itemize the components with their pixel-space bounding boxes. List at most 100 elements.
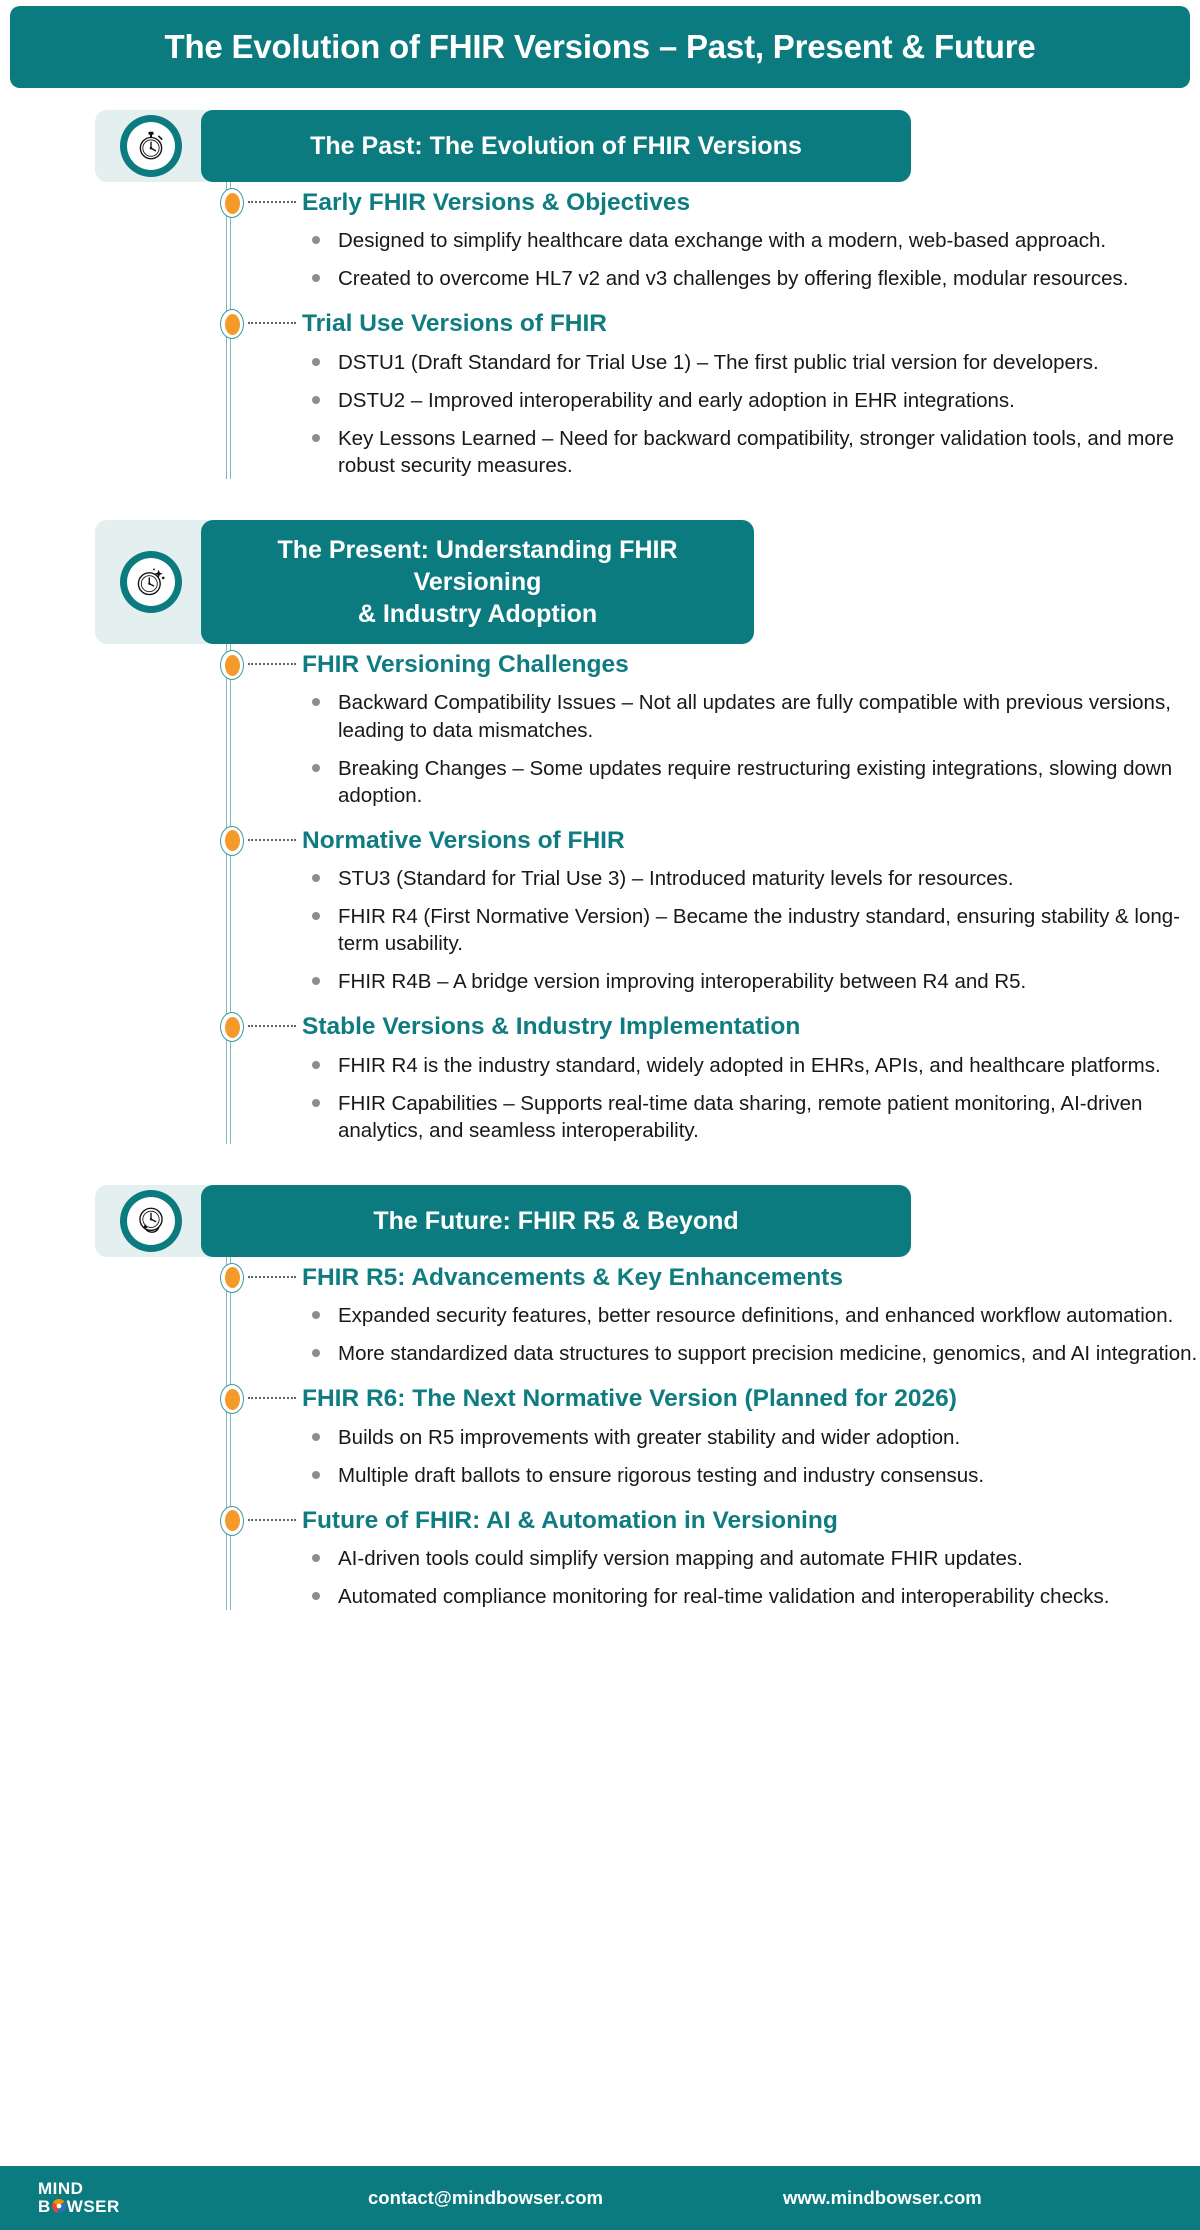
- marker-core: [224, 830, 240, 852]
- subsection: Trial Use Versions of FHIR DSTU1 (Draft S…: [0, 303, 1200, 479]
- timeline-rail: [226, 644, 231, 1144]
- bullet-item: More standardized data structures to sup…: [302, 1340, 1200, 1367]
- subsection-heading: Early FHIR Versions & Objectives: [302, 189, 691, 216]
- section-body-3: FHIR R5: Advancements & Key Enhancements…: [0, 1256, 1200, 1611]
- subsection-heading: FHIR R6: The Next Normative Version (Pla…: [302, 1385, 957, 1413]
- section-header-2: The Present: Understanding FHIR Versioni…: [95, 520, 1200, 645]
- logo-line-2-suffix: WSER: [66, 2196, 120, 2216]
- timeline-marker-dot: [220, 1505, 244, 1536]
- clock-arrow-icon: [127, 1196, 175, 1245]
- bullet-list: DSTU1 (Draft Standard for Trial Use 1) –…: [302, 349, 1200, 479]
- subsection-heading: FHIR R5: Advancements & Key Enhancements: [302, 1263, 843, 1291]
- footer-website[interactable]: www.mindbowser.com: [782, 2187, 982, 2208]
- dotted-connector: [248, 322, 296, 325]
- subsection-heading-wrap: FHIR R6: The Next Normative Version (Pla…: [220, 1378, 1200, 1419]
- marker-core: [224, 654, 240, 676]
- subsection: Normative Versions of FHIR STU3 (Standard…: [0, 820, 1200, 996]
- mindbowser-logo: MIND B WSER: [38, 2179, 218, 2215]
- footer-email[interactable]: contact@mindbowser.com: [368, 2187, 603, 2208]
- timeline-marker-dot: [220, 188, 244, 218]
- subsection-heading: FHIR Versioning Challenges: [302, 651, 629, 679]
- section-title-bar: The Future: FHIR R5 & Beyond: [201, 1184, 911, 1257]
- bullet-list: Expanded security features, better resou…: [302, 1302, 1200, 1367]
- bullet-item: FHIR R4 (First Normative Version) – Beca…: [302, 903, 1200, 957]
- section-icon-plate: [95, 110, 207, 182]
- bullet-item: DSTU1 (Draft Standard for Trial Use 1) –…: [302, 349, 1200, 376]
- page-title-banner: The Evolution of FHIR Versions – Past, P…: [10, 6, 1190, 88]
- subsection-heading-wrap: Future of FHIR: AI & Automation in Versi…: [220, 1500, 1200, 1541]
- subsection-heading: Stable Versions & Industry Implementatio…: [302, 1013, 801, 1041]
- icon-ring: [120, 551, 182, 614]
- section-gap: [0, 1621, 1200, 1717]
- bullet-list: Backward Compatibility Issues – Not all …: [302, 689, 1200, 808]
- marker-core: [224, 1016, 240, 1038]
- logo-line-2-prefix: B: [38, 2196, 51, 2216]
- bullet-item: Designed to simplify healthcare data exc…: [302, 227, 1200, 254]
- timeline-marker-dot: [220, 309, 244, 340]
- marker-core: [224, 313, 240, 335]
- bullet-list: STU3 (Standard for Trial Use 3) – Introd…: [302, 865, 1200, 995]
- bullet-item: FHIR Capabilities – Supports real-time d…: [302, 1090, 1200, 1144]
- bullet-item: DSTU2 – Improved interoperability and ea…: [302, 387, 1200, 414]
- subsection: Stable Versions & Industry Implementatio…: [0, 1006, 1200, 1144]
- icon-ring: [120, 115, 182, 177]
- subsection: Future of FHIR: AI & Automation in Versi…: [0, 1500, 1200, 1610]
- subsection: FHIR R6: The Next Normative Version (Pla…: [0, 1378, 1200, 1488]
- icon-ring: [120, 1189, 182, 1252]
- marker-core: [224, 192, 240, 214]
- bullet-item: Automated compliance monitoring for real…: [302, 1583, 1200, 1610]
- bullet-item: Created to overcome HL7 v2 and v3 challe…: [302, 265, 1200, 292]
- logo-line-2: B WSER: [38, 2198, 218, 2215]
- timeline-marker-dot: [220, 1012, 244, 1043]
- dotted-connector: [248, 1275, 296, 1278]
- section-header-3: The Future: FHIR R5 & Beyond: [95, 1184, 1200, 1257]
- section-2: The Present: Understanding FHIR Versioni…: [0, 520, 1200, 1144]
- section-title: The Past: The Evolution of FHIR Versions: [310, 132, 802, 160]
- section-title: The Future: FHIR R5 & Beyond: [373, 1206, 739, 1235]
- timeline-marker-dot: [220, 1262, 244, 1293]
- subsection-heading: Trial Use Versions of FHIR: [302, 310, 607, 338]
- subsection-heading-wrap: Trial Use Versions of FHIR: [220, 303, 1200, 344]
- section-gap: [0, 1155, 1200, 1185]
- bullet-item: FHIR R4 is the industry standard, widely…: [302, 1052, 1200, 1079]
- subsection: FHIR R5: Advancements & Key Enhancements…: [0, 1257, 1200, 1367]
- dotted-connector: [248, 1518, 296, 1521]
- dotted-connector: [248, 1025, 296, 1028]
- stopwatch-icon: [127, 122, 175, 170]
- subsection-heading-wrap: FHIR R5: Advancements & Key Enhancements: [220, 1257, 1200, 1298]
- page-footer: MIND B WSER contact@mindbowser.com www.m…: [0, 2166, 1200, 2230]
- bullet-item: Backward Compatibility Issues – Not all …: [302, 689, 1200, 743]
- subsection-heading-wrap: FHIR Versioning Challenges: [220, 644, 1200, 685]
- bullet-list: AI-driven tools could simplify version m…: [302, 1545, 1200, 1610]
- timeline-marker-dot: [220, 1384, 244, 1415]
- page-title: The Evolution of FHIR Versions – Past, P…: [164, 28, 1036, 65]
- subsection-heading-wrap: Stable Versions & Industry Implementatio…: [220, 1006, 1200, 1047]
- timeline-marker-dot: [220, 825, 244, 856]
- logo-line-1: MIND: [38, 2179, 84, 2199]
- timeline-rail: [226, 1256, 231, 1611]
- section-header-1: The Past: The Evolution of FHIR Versions: [95, 110, 1200, 182]
- section-1: The Past: The Evolution of FHIR Versions…: [0, 110, 1200, 480]
- subsection-heading: Normative Versions of FHIR: [302, 826, 625, 854]
- clock-sparkle-icon: [127, 558, 175, 607]
- bullet-list: Designed to simplify healthcare data exc…: [302, 227, 1200, 292]
- section-title-bar: The Present: Understanding FHIR Versioni…: [201, 520, 754, 645]
- bullet-item: Builds on R5 improvements with greater s…: [302, 1424, 1200, 1451]
- marker-core: [224, 1510, 240, 1532]
- section-gap: [0, 490, 1200, 520]
- timeline-marker-dot: [220, 650, 244, 681]
- bullet-item: FHIR R4B – A bridge version improving in…: [302, 968, 1200, 995]
- bullet-item: Expanded security features, better resou…: [302, 1302, 1200, 1329]
- marker-core: [224, 1267, 240, 1289]
- subsection-heading-wrap: Normative Versions of FHIR: [220, 820, 1200, 861]
- section-icon-plate: [95, 1184, 207, 1257]
- dotted-connector: [248, 1397, 296, 1400]
- bullet-item: AI-driven tools could simplify version m…: [302, 1545, 1200, 1572]
- section-title-bar: The Past: The Evolution of FHIR Versions: [201, 110, 911, 182]
- bullet-item: Breaking Changes – Some updates require …: [302, 755, 1200, 809]
- bullet-item: STU3 (Standard for Trial Use 3) – Introd…: [302, 865, 1200, 892]
- section-icon-plate: [95, 520, 207, 645]
